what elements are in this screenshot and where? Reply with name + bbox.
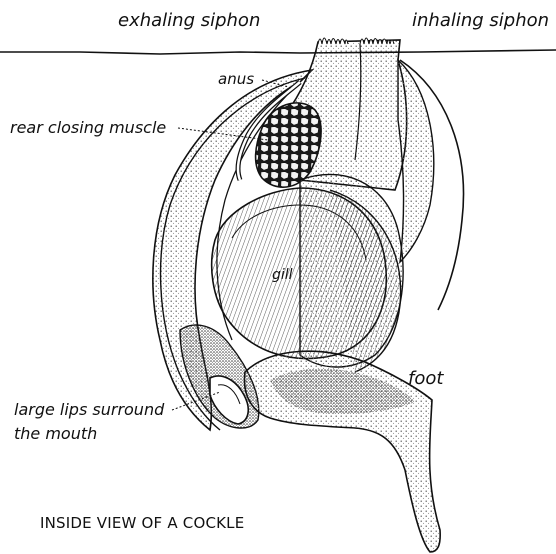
- lips-label-line-1: large lips surround: [14, 402, 164, 418]
- diagram-caption: INSIDE VIEW OF A COCKLE: [40, 514, 244, 532]
- rear-closing-muscle-label: rear closing muscle: [10, 120, 166, 136]
- inhaling-siphon-label: inhaling siphon: [412, 12, 549, 30]
- lips-label-line-2: the mouth: [14, 426, 97, 442]
- anus-label: anus: [218, 72, 254, 87]
- exhaling-siphon-label: exhaling siphon: [118, 12, 260, 30]
- foot-label: foot: [408, 370, 443, 388]
- right-mantle-lobe: [398, 60, 434, 262]
- inhaling-siphon-tentacles: [360, 38, 394, 44]
- exhaling-siphon-tentacles: [318, 38, 348, 44]
- water-surface-line: [0, 50, 556, 54]
- gill-label: gill: [272, 268, 293, 282]
